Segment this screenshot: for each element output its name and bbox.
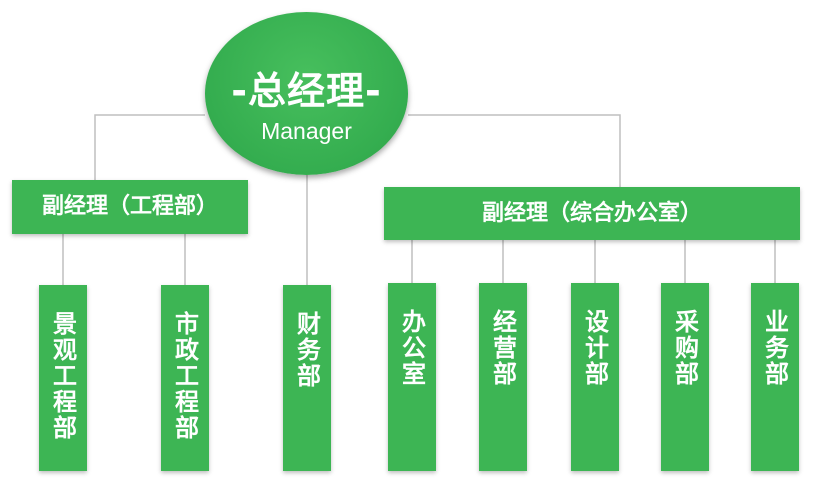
dept-landscape-label: 景观工程部 xyxy=(48,311,77,441)
node-general-manager: -总经理- Manager xyxy=(205,12,408,175)
node-dept-finance: 财务部 xyxy=(283,285,331,471)
dept-office-label: 办公室 xyxy=(397,309,426,387)
node-dept-sales: 业务部 xyxy=(751,283,799,471)
dept-finance-label: 财务部 xyxy=(292,311,321,389)
connector-root-deputy-right xyxy=(408,114,621,187)
node-deputy-office: 副经理（综合办公室） xyxy=(384,187,800,240)
node-deputy-engineering: 副经理（工程部） xyxy=(12,180,248,234)
node-dept-purchasing: 采购部 xyxy=(661,283,709,471)
dept-business-label: 经营部 xyxy=(488,309,517,387)
dept-design-label: 设计部 xyxy=(580,309,609,387)
deputy-office-label: 副经理（综合办公室） xyxy=(481,200,702,226)
dept-sales-label: 业务部 xyxy=(760,309,789,387)
node-dept-design: 设计部 xyxy=(571,283,619,471)
general-manager-subtitle: Manager xyxy=(261,118,352,144)
connector-root-deputy-left xyxy=(94,114,205,180)
node-dept-business: 经营部 xyxy=(479,283,527,471)
deputy-engineering-label: 副经理（工程部） xyxy=(41,194,218,219)
dept-purchasing-label: 采购部 xyxy=(670,309,699,387)
node-dept-municipal: 市政工程部 xyxy=(161,285,209,471)
general-manager-title: -总经理- xyxy=(231,69,382,113)
node-dept-landscape: 景观工程部 xyxy=(39,285,87,471)
node-dept-office: 办公室 xyxy=(388,283,436,471)
dept-municipal-label: 市政工程部 xyxy=(170,311,199,441)
